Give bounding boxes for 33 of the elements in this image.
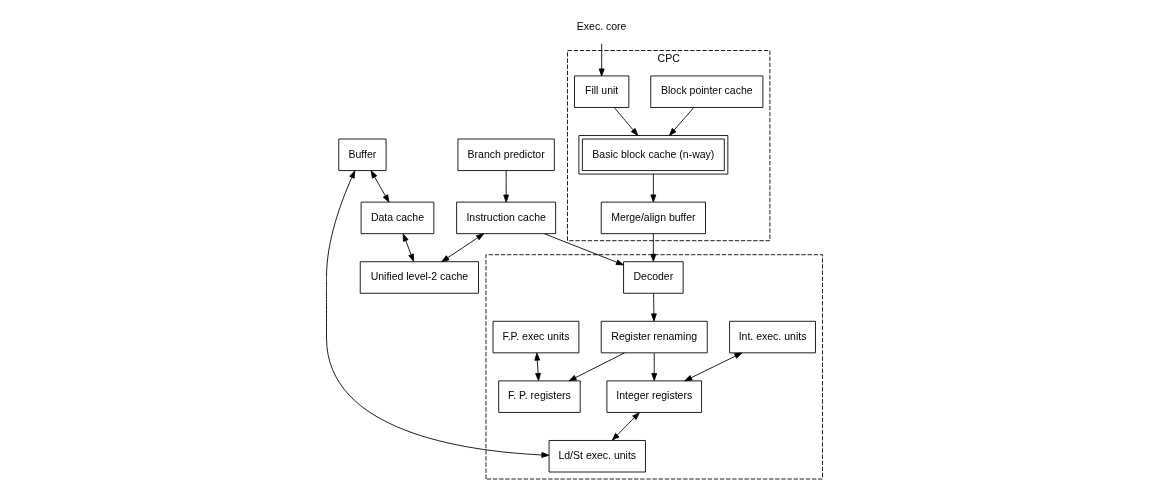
arrow <box>543 233 624 266</box>
arrow <box>613 107 638 136</box>
arrow <box>649 233 656 262</box>
node-box: Branch predictor <box>457 138 555 171</box>
node-box: Fill unit <box>573 75 629 108</box>
arrow <box>502 170 509 203</box>
node-box: Register renaming <box>600 320 708 354</box>
arrow <box>649 173 656 203</box>
arrow <box>650 352 657 381</box>
arrow <box>598 43 605 77</box>
arrow <box>533 352 541 381</box>
arrow <box>402 233 414 262</box>
node-text: Exec. core <box>576 20 626 33</box>
node-box: Unified level-2 cache <box>359 261 479 294</box>
node-box: Buffer <box>337 138 387 171</box>
node-box: Block pointer cache <box>649 75 763 108</box>
node-box: Integer registers <box>605 380 702 413</box>
arrow <box>325 170 549 458</box>
node-box: Int. exec. units <box>728 320 816 354</box>
node-box: Instruction cache <box>455 201 556 235</box>
arrow <box>440 233 484 263</box>
arrow <box>370 170 389 203</box>
arrow <box>568 352 625 382</box>
arrow <box>668 107 694 136</box>
arrow <box>683 352 742 382</box>
node-box: Decoder <box>622 261 684 294</box>
node-box: F.P. exec units <box>492 320 579 354</box>
arrow <box>611 412 640 441</box>
node-box: Merge/align buffer <box>600 201 706 235</box>
node-box: F. P. registers <box>497 380 581 413</box>
arrow <box>650 293 657 322</box>
node-box: Ld/St exec. units <box>548 440 646 473</box>
node-box: Data cache <box>360 201 434 235</box>
